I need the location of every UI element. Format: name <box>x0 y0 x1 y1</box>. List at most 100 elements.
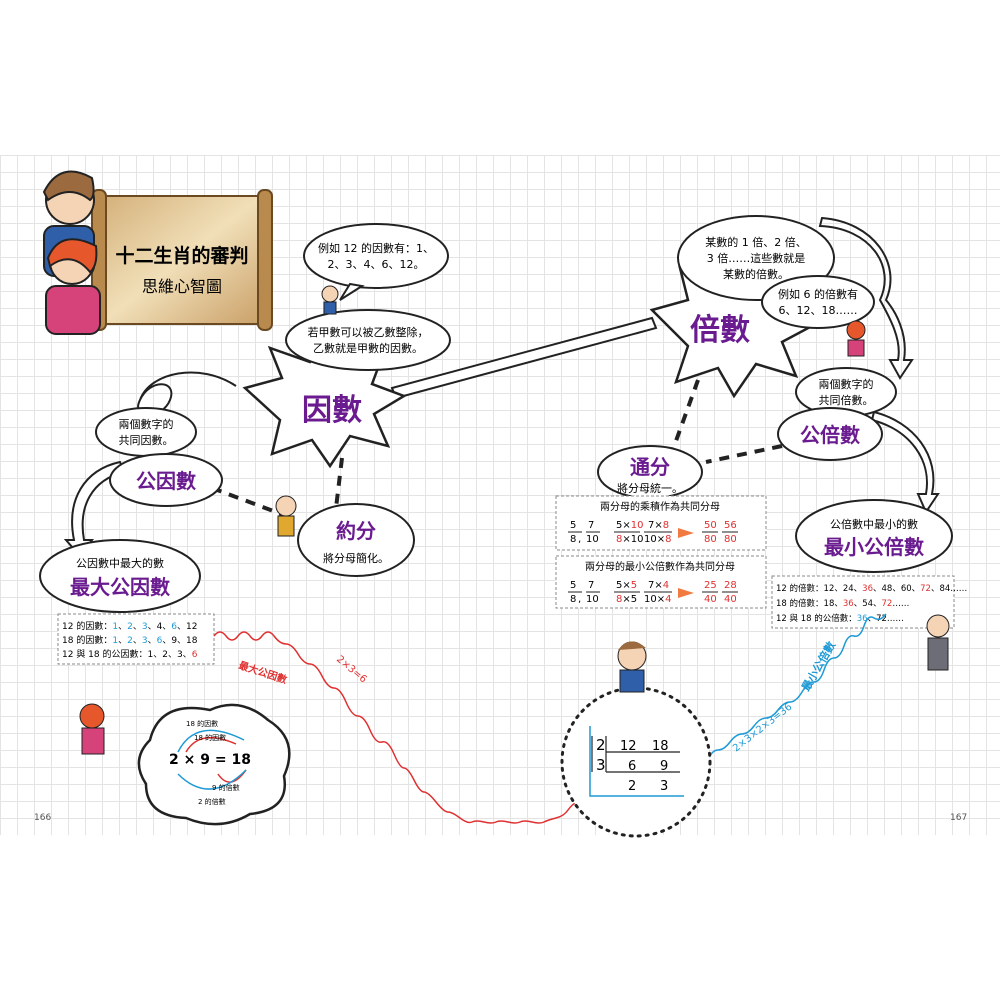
character-figure <box>846 320 866 357</box>
lcm-wave-label: 最小公倍數 <box>798 639 838 694</box>
lcm-wavy-path <box>689 613 887 781</box>
lcm-row: 12 的倍數：12、24、36、48、60、72、84…… <box>776 583 967 594</box>
gcf-row: 12 與 18 的公因數：1、2、3、6 <box>62 648 198 660</box>
svg-text:5×10: 5×10 <box>616 520 643 531</box>
svg-text:6: 6 <box>628 759 636 774</box>
title-scroll: 十二生肖的審判 思維心智圖 <box>91 189 273 331</box>
svg-text:,: , <box>578 534 581 545</box>
gcf-factor-list: 12 的因數：1、2、3、4、6、12 18 的因數：1、2、3、6、9、18 … <box>57 613 215 665</box>
svg-text:56: 56 <box>724 520 737 531</box>
common-denominator-note: 將分母統一。 <box>617 481 683 495</box>
svg-text:某數的 1 倍、2 倍、: 某數的 1 倍、2 倍、 <box>705 235 807 249</box>
reduce-note: 將分母簡化。 <box>323 551 389 565</box>
gcf-wave-label: 最大公因數 <box>237 658 289 686</box>
character-figure <box>321 285 339 315</box>
svg-text:公因數中最大的數: 公因數中最大的數 <box>76 556 164 570</box>
title-main: 十二生肖的審判 <box>115 244 248 267</box>
svg-text:8×5: 8×5 <box>616 594 637 605</box>
gcf-wavy-path <box>213 631 613 824</box>
gcf-label: 最大公因數 <box>70 575 170 599</box>
svg-text:2: 2 <box>596 736 606 754</box>
svg-text:18 的因數: 18 的因數 <box>194 733 226 742</box>
svg-text:18 的因數: 18 的因數 <box>186 719 218 728</box>
lcm-row: 18 的倍數：18、36、54、72…… <box>776 598 909 609</box>
gcf-row: 18 的因數：1、2、3、6、9、18 <box>62 634 198 646</box>
svg-text:兩個數字的: 兩個數字的 <box>119 417 174 431</box>
svg-text:25: 25 <box>704 580 717 591</box>
title-sub: 思維心智圖 <box>142 277 222 296</box>
lcm-cloud: 公倍數中最小的數 最小公倍數 <box>795 499 953 573</box>
svg-text:某數的倍數。: 某數的倍數。 <box>723 267 789 281</box>
lcm-multiple-list: 12 的倍數：12、24、36、48、60、72、84…… 18 的倍數：18、… <box>771 575 967 629</box>
common-denominator-label: 通分 <box>630 455 670 479</box>
svg-text:18: 18 <box>652 739 669 754</box>
svg-text:2、3、4、6、12。: 2、3、4、6、12。 <box>328 258 425 271</box>
svg-text:50: 50 <box>704 520 717 531</box>
gcf-cloud: 公因數中最大的數 最大公因數 <box>39 539 201 613</box>
svg-text:共同因數。: 共同因數。 <box>119 434 174 447</box>
svg-text:10×8: 10×8 <box>644 534 671 545</box>
svg-text:3: 3 <box>596 756 606 774</box>
svg-text:,: , <box>578 594 581 605</box>
common-factor-node: 公因數 <box>109 453 223 507</box>
svg-text:5×5: 5×5 <box>616 580 637 591</box>
character-boy-girl-illustration <box>42 170 101 335</box>
small-characters <box>79 285 950 755</box>
svg-text:3: 3 <box>660 779 668 794</box>
gcf-wave-calc: 2×3=6 <box>334 654 369 685</box>
character-figure <box>617 641 647 693</box>
multiple-example-bubble: 例如 6 的倍數有 6、12、18…… <box>761 275 875 329</box>
factor-label: 因數 <box>302 393 362 428</box>
dashed-connectors <box>211 379 783 520</box>
page-number-left: 166 <box>34 813 51 823</box>
svg-text:6、12、18……: 6、12、18…… <box>779 304 858 317</box>
svg-text:兩分母的最小公倍數作為共同分母: 兩分母的最小公倍數作為共同分母 <box>585 560 735 573</box>
svg-text:40: 40 <box>704 594 717 605</box>
svg-text:乙數就是甲數的因數。: 乙數就是甲數的因數。 <box>313 341 423 355</box>
svg-text:7×4: 7×4 <box>648 580 669 591</box>
common-denominator-method-1: 兩分母的乘積作為共同分母 58, 710 5×10 8×10 7×8 10×8 … <box>555 495 767 551</box>
svg-text:例如 6 的倍數有: 例如 6 的倍數有 <box>778 287 858 301</box>
factor-example-bubble: 例如 12 的因數有：1、 2、3、4、6、12。 <box>303 223 449 301</box>
svg-text:10: 10 <box>586 534 599 545</box>
svg-text:2 的倍數: 2 的倍數 <box>198 797 226 806</box>
reduce-label: 約分 <box>336 519 376 543</box>
svg-text:5: 5 <box>570 520 576 531</box>
multiplication-equation: 2 × 9 = 18 <box>169 752 251 768</box>
gcf-row: 12 的因數：1、2、3、4、6、12 <box>62 620 197 632</box>
svg-text:9 的倍數: 9 的倍數 <box>212 783 240 792</box>
svg-text:10: 10 <box>586 594 599 605</box>
svg-text:兩分母的乘積作為共同分母: 兩分母的乘積作為共同分母 <box>600 500 720 513</box>
svg-text:80: 80 <box>724 534 737 545</box>
svg-text:12: 12 <box>620 739 637 754</box>
reduce-node: 約分 將分母簡化。 <box>297 503 415 577</box>
page-number-right: 167 <box>950 813 967 823</box>
common-multiple-node: 公倍數 <box>777 407 883 461</box>
svg-text:9: 9 <box>660 759 668 774</box>
common-multiple-label: 公倍數 <box>800 423 860 447</box>
svg-text:7×8: 7×8 <box>648 520 669 531</box>
common-denominator-node: 通分 將分母統一。 <box>597 445 703 499</box>
character-figure <box>275 495 297 537</box>
svg-text:8: 8 <box>570 534 576 545</box>
common-denominator-method-2: 兩分母的最小公倍數作為共同分母 58, 710 5×5 8×5 7×4 10×4… <box>555 555 767 609</box>
svg-text:2: 2 <box>628 779 636 794</box>
factor-definition-cloud: 若甲數可以被乙數整除， 乙數就是甲數的因數。 <box>285 309 451 371</box>
svg-text:5: 5 <box>570 580 576 591</box>
lcm-wave-calc: 2×3×2×3=36 <box>731 702 794 755</box>
svg-text:例如 12 的因數有：1、: 例如 12 的因數有：1、 <box>318 241 434 255</box>
common-factor-note-cloud: 兩個數字的 共同因數。 <box>95 407 197 457</box>
svg-text:共同倍數。: 共同倍數。 <box>819 393 874 407</box>
svg-text:公倍數中最小的數: 公倍數中最小的數 <box>830 517 918 531</box>
svg-text:8: 8 <box>570 594 576 605</box>
multiple-label: 倍數 <box>690 313 750 348</box>
common-factor-label: 公因數 <box>136 469 196 493</box>
multiplication-example-cloud: 2 × 9 = 18 18 的因數 18 的因數 9 的倍數 2 的倍數 <box>137 703 291 826</box>
svg-text:28: 28 <box>724 580 737 591</box>
svg-text:兩個數字的: 兩個數字的 <box>819 377 874 391</box>
lcm-row: 12 與 18 的公倍數：36、72…… <box>776 613 904 624</box>
svg-text:40: 40 <box>724 594 737 605</box>
lcm-label: 最小公倍數 <box>824 535 924 559</box>
svg-text:若甲數可以被乙數整除，: 若甲數可以被乙數整除， <box>308 325 429 339</box>
